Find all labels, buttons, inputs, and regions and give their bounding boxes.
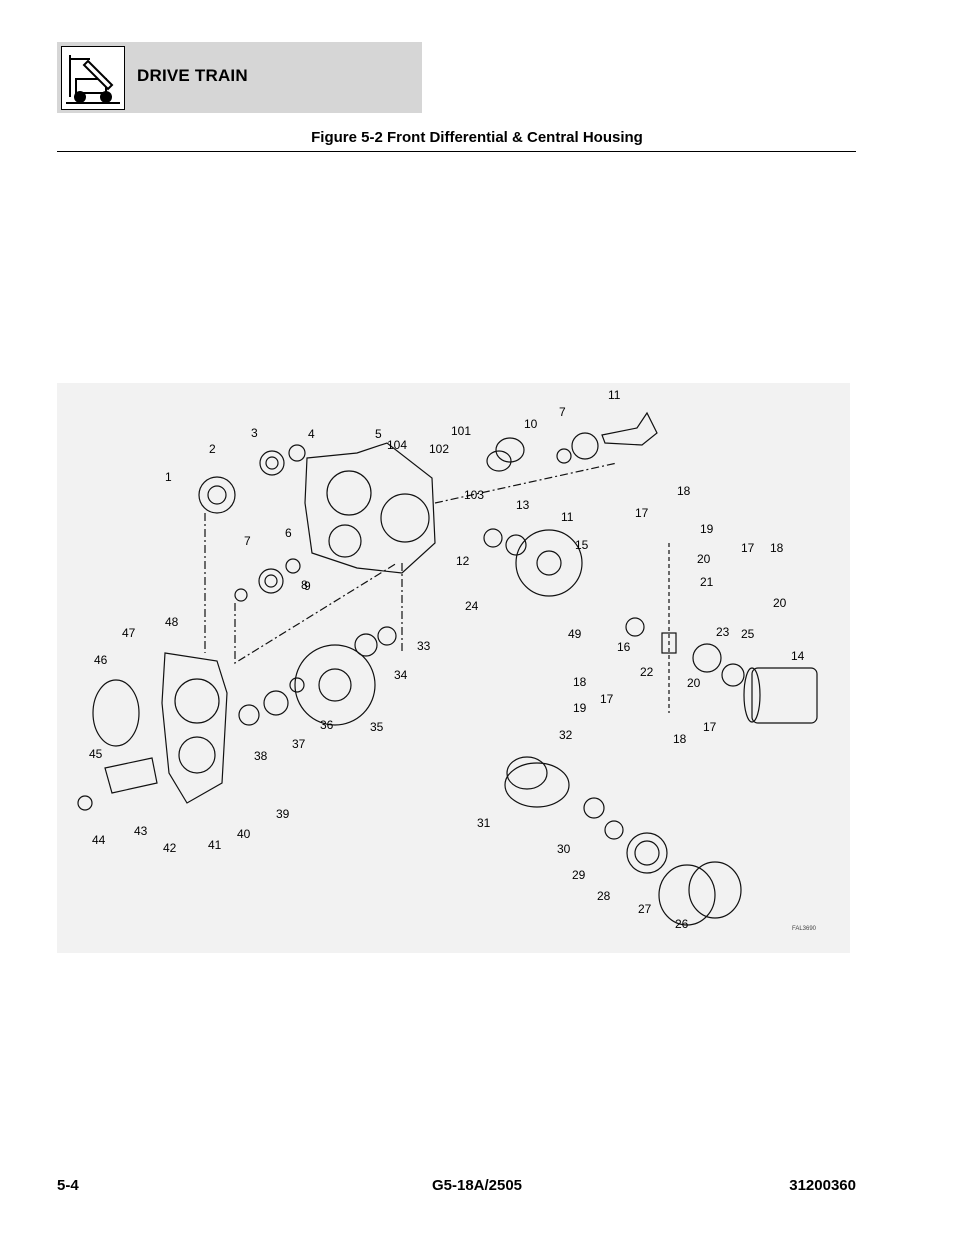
callout-5: 5 [375, 427, 382, 441]
callout-6: 6 [285, 526, 292, 540]
telehandler-icon [61, 46, 125, 110]
callout-14: 14 [791, 649, 805, 663]
callout-20: 20 [697, 552, 711, 566]
callout-15: 15 [575, 538, 589, 552]
callout-10: 10 [524, 417, 538, 431]
callout-25: 25 [741, 627, 755, 641]
pinion-shaft [601, 411, 658, 446]
callout-35: 35 [370, 720, 384, 734]
callout-46: 46 [94, 653, 108, 667]
callout-38: 38 [254, 749, 268, 763]
callout-45: 45 [89, 747, 103, 761]
callout-34: 34 [394, 668, 408, 682]
callout-20: 20 [687, 676, 701, 690]
callout-36: 36 [320, 718, 334, 732]
callout-19: 19 [573, 701, 587, 715]
callout-13: 13 [516, 498, 530, 512]
callout-18: 18 [770, 541, 784, 555]
callout-17: 17 [703, 720, 717, 734]
callout-19: 19 [700, 522, 714, 536]
callout-101: 101 [451, 424, 471, 438]
callout-18: 18 [677, 484, 691, 498]
bearing-28 [626, 832, 668, 874]
ring-gear [515, 529, 583, 597]
manual-number: 31200360 [789, 1177, 856, 1194]
callout-49: 49 [568, 627, 582, 641]
callout-37: 37 [292, 737, 306, 751]
callout-12: 12 [456, 554, 470, 568]
callout-18: 18 [573, 675, 587, 689]
housing-14 [751, 667, 818, 724]
callout-102: 102 [429, 442, 449, 456]
callout-104: 104 [387, 438, 407, 452]
callout-44: 44 [92, 833, 106, 847]
gear-1 [198, 476, 236, 514]
callout-2: 2 [209, 442, 216, 456]
callout-26: 26 [675, 917, 689, 931]
header-divider [57, 151, 856, 152]
callout-16: 16 [617, 640, 631, 654]
callout-29: 29 [572, 868, 586, 882]
callout-33: 33 [417, 639, 431, 653]
callout-32: 32 [559, 728, 573, 742]
callout-103: 103 [464, 488, 484, 502]
callout-48: 48 [165, 615, 179, 629]
callout-4: 4 [308, 427, 315, 441]
section-header: DRIVE TRAIN [57, 42, 422, 113]
o-ring-46 [92, 679, 140, 747]
callout-20: 20 [773, 596, 787, 610]
callout-9: 9 [304, 579, 311, 593]
callout-28: 28 [597, 889, 611, 903]
callout-40: 40 [237, 827, 251, 841]
callout-39: 39 [276, 807, 290, 821]
callout-21: 21 [700, 575, 714, 589]
callout-11: 11 [561, 510, 574, 524]
drawing-code: FAL3690 [792, 926, 817, 932]
callout-43: 43 [134, 824, 148, 838]
callout-24: 24 [465, 599, 479, 613]
cover-48 [161, 652, 228, 804]
callout-1: 1 [165, 470, 172, 484]
callout-3: 3 [251, 426, 258, 440]
callout-27: 27 [638, 902, 652, 916]
callout-41: 41 [208, 838, 222, 852]
gear-35 [294, 644, 376, 726]
callout-17: 17 [635, 506, 649, 520]
figure-title: Figure 5-2 Front Differential & Central … [311, 129, 643, 146]
callout-18: 18 [673, 732, 687, 746]
section-title: DRIVE TRAIN [137, 66, 248, 85]
callout-7: 7 [559, 405, 566, 419]
callout-17: 17 [600, 692, 614, 706]
callout-22: 22 [640, 665, 654, 679]
callout-8: 8 [301, 578, 308, 592]
callout-30: 30 [557, 842, 571, 856]
central-housing [304, 442, 436, 574]
callout-23: 23 [716, 625, 730, 639]
callout-11: 11 [608, 388, 621, 402]
callout-47: 47 [122, 626, 136, 640]
callout-31: 31 [477, 816, 491, 830]
callout-17: 17 [741, 541, 755, 555]
page-number: 5-4 [57, 1177, 79, 1194]
model-number: G5-18A/2505 [431, 1177, 523, 1194]
callout-7: 7 [244, 534, 251, 548]
callout-42: 42 [163, 841, 177, 855]
